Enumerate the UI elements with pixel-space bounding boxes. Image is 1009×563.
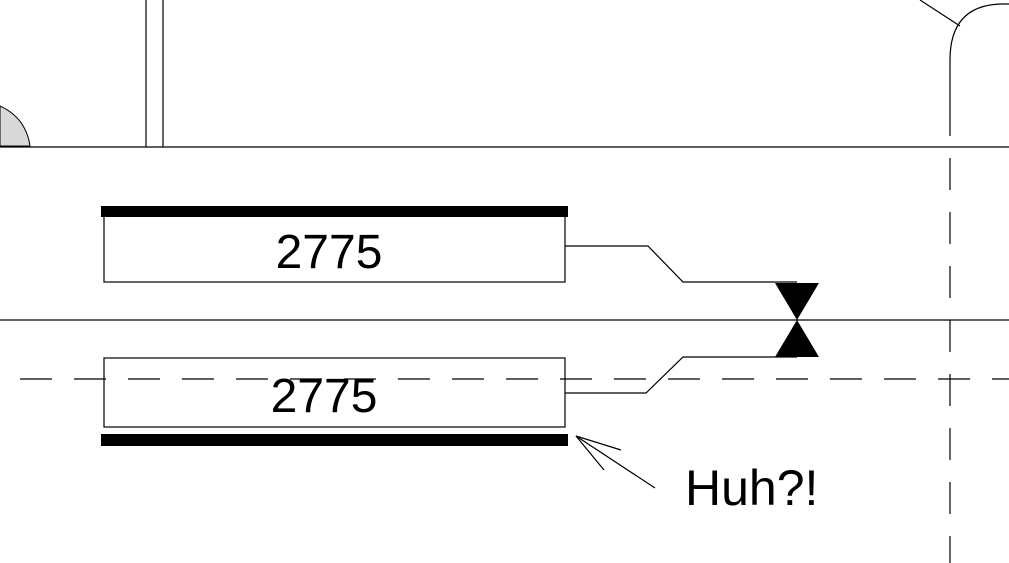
leader-line-lower	[565, 356, 797, 394]
bowtie-symbol-bottom	[775, 320, 819, 357]
leader-line-upper	[565, 245, 797, 283]
annotation-arrow-shaft	[575, 435, 656, 489]
corner-fixture-shape	[0, 105, 31, 147]
annotation-text: Huh?!	[685, 460, 818, 516]
tag-upper-bar	[101, 206, 568, 217]
tag-upper-box[interactable]	[103, 215, 566, 283]
annotation-arrow-head-a	[575, 435, 622, 451]
tag-upper-label: 2775	[276, 226, 383, 279]
corner-diagonal-line	[919, 0, 961, 27]
tag-lower-label: 2775	[271, 370, 378, 423]
bowtie-symbol-top	[775, 283, 819, 320]
tag-lower-bar	[101, 434, 568, 446]
corner-curve-top-right	[949, 3, 1009, 104]
annotation-arrow-head-b	[575, 435, 605, 471]
